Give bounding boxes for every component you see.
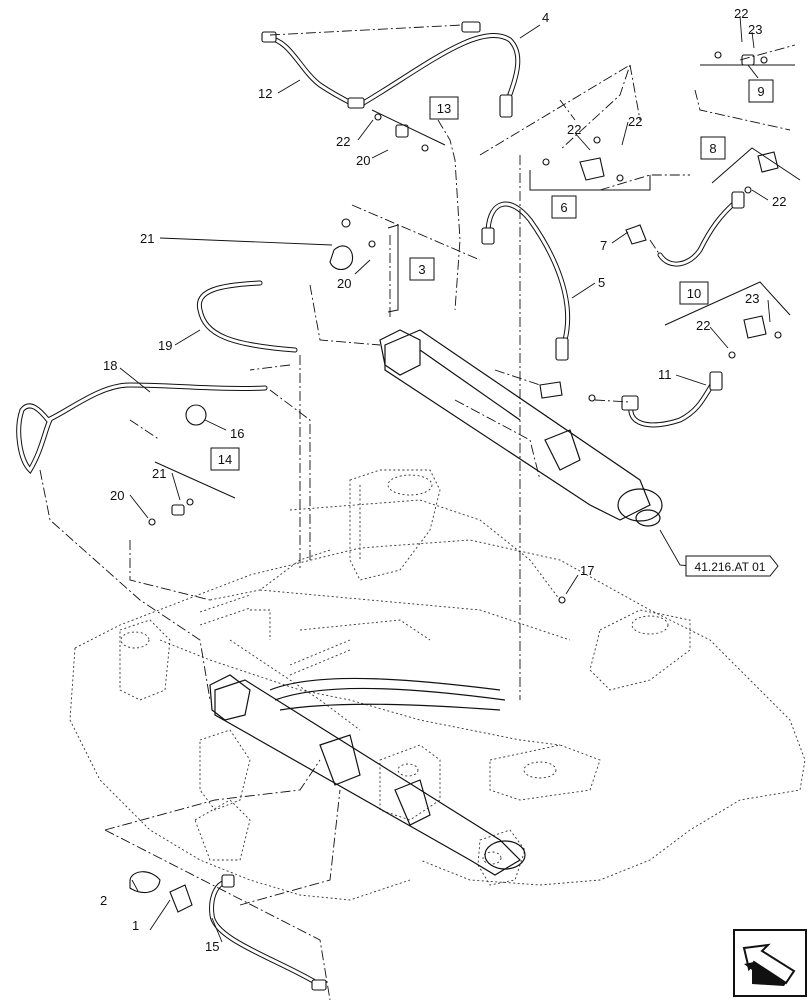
svg-text:9: 9 [757,84,764,99]
boxed-callout-9: 9 [748,79,774,103]
reference-label: 41.216.AT 01 [695,560,766,574]
kit-bracket-14 [154,461,236,499]
callout-18: 18 [103,358,117,373]
tube-15 [209,874,327,991]
boxed-callouts: 3 6 8 9 10 13 14 [210,79,774,471]
callout-16: 16 [230,426,244,441]
callout-19: 19 [158,338,172,353]
phantom-routing-lines [39,24,796,1000]
callout-11: 11 [658,367,672,382]
svg-text:10: 10 [687,286,701,301]
kit-bracket-10 [664,281,791,326]
hose-4 [357,21,521,118]
callout-2: 2 [100,893,107,908]
callout-17: 17 [580,563,594,578]
svg-text:8: 8 [709,141,716,156]
callout-22b: 22 [567,122,581,137]
boxed-callout-6: 6 [551,195,577,219]
callout-22e: 22 [772,194,786,209]
callout-23b: 23 [745,291,759,306]
callout-4: 4 [542,10,549,25]
callout-1: 1 [132,918,139,933]
boxed-callout-10: 10 [679,281,709,305]
svg-text:14: 14 [218,452,232,467]
tube-18 [16,382,268,475]
kit-bracket-3 [387,224,399,313]
hose-12 [261,31,365,109]
callout-20b: 20 [337,276,351,291]
kit-bracket-9 [700,64,795,79]
reference-tag[interactable]: 41.216.AT 01 [685,555,779,577]
svg-text:3: 3 [418,262,425,277]
svg-text:6: 6 [560,200,567,215]
callout-7: 7 [600,238,607,253]
kit-bracket-13 [371,109,446,146]
hose-11 [621,371,723,428]
callout-12: 12 [258,86,272,101]
callout-22c: 22 [628,114,642,129]
hose-19 [196,280,298,353]
boxed-callout-13: 13 [429,96,459,120]
boxed-callout-14: 14 [210,447,240,471]
boxed-callout-3: 3 [409,257,435,281]
axle-frame-outline [69,469,806,901]
callout-21b: 21 [152,466,166,481]
callout-21a: 21 [140,231,154,246]
kit-bracket-8 [711,147,801,184]
callout-22a: 22 [336,134,350,149]
callout-20a: 20 [356,153,370,168]
hose-8-assembly [657,191,745,267]
kit-bracket-6 [529,170,651,191]
boxed-callout-8: 8 [700,136,726,160]
callout-22f: 22 [696,318,710,333]
svg-text:13: 13 [437,101,451,116]
view-direction-arrow-icon[interactable] [733,929,807,997]
hose-5 [481,201,571,361]
callout-5: 5 [598,275,605,290]
steering-cylinder-lower [209,674,526,876]
lower-hoses-bundle [269,677,506,711]
steering-cylinder-upper [379,329,663,527]
callout-23a: 23 [748,22,762,37]
leader-lines [119,15,771,943]
callout-22d: 22 [734,6,748,21]
callout-20c: 20 [110,488,124,503]
callout-labels: 1 2 4 5 7 11 12 15 16 17 18 19 20 20 20 … [100,6,786,954]
fittings [129,51,782,913]
callout-15: 15 [205,939,219,954]
